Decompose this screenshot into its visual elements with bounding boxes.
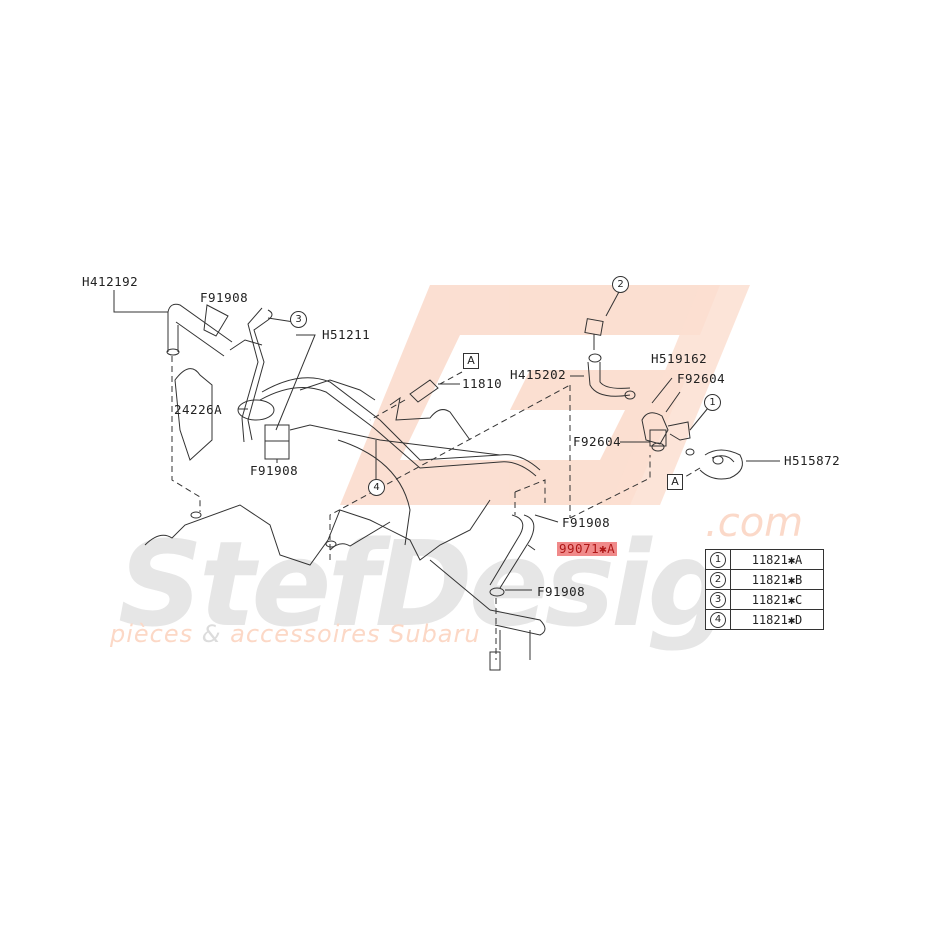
label-h515872: H515872	[784, 453, 841, 468]
hose-h412192	[167, 303, 233, 357]
ref-circle-2: 2	[612, 276, 629, 293]
legend-circle: 2	[710, 572, 726, 588]
legend-row: 1 11821✱A	[705, 549, 824, 570]
leader-h412192	[113, 290, 168, 313]
label-99071a-highlighted[interactable]: 99071✱A	[557, 541, 618, 556]
label-11810: 11810	[462, 376, 503, 391]
label-f91908-bottom: F91908	[537, 584, 586, 599]
label-f92604-b: F92604	[573, 434, 622, 449]
legend-table: 1 11821✱A 2 11821✱B 3 11821✱C 4 11821✱D	[705, 549, 824, 630]
hose-3	[241, 307, 273, 443]
label-f91908-mid: F91908	[250, 463, 299, 478]
watermark-brand: StefDesign	[118, 515, 812, 653]
legend-circle: 4	[710, 612, 726, 628]
tagline-pieces: pièces	[110, 620, 194, 648]
label-f91908-top: F91908	[200, 290, 249, 305]
hose-h415202	[587, 361, 631, 397]
legend-part: 11821✱C	[730, 589, 824, 610]
watermark-domain: .com	[705, 500, 804, 546]
label-24226a: 24226A	[174, 402, 223, 417]
legend-row: 3 11821✱C	[705, 589, 824, 610]
legend-part: 11821✱B	[730, 569, 824, 590]
legend-part: 11821✱D	[730, 609, 824, 630]
label-f91908-right: F91908	[562, 515, 611, 530]
label-h51211: H51211	[322, 327, 371, 342]
hose-99071a	[489, 514, 535, 589]
valve-h519162	[641, 412, 669, 445]
legend-part: 11821✱A	[730, 549, 824, 570]
ref-box-a-right: A	[667, 474, 683, 490]
legend-row: 4 11821✱D	[705, 609, 824, 630]
legend-circle: 1	[710, 552, 726, 568]
hose-h515872	[699, 449, 743, 480]
tagline-ampersand: &	[201, 620, 222, 648]
label-h519162: H519162	[651, 351, 708, 366]
watermark-tagline: pièces & accessoires Subaru	[110, 622, 481, 646]
ref-circle-3: 3	[290, 311, 307, 328]
label-h415202: H415202	[510, 367, 567, 382]
ref-circle-1: 1	[704, 394, 721, 411]
legend-circle: 3	[710, 592, 726, 608]
ref-circle-4: 4	[368, 479, 385, 496]
label-h412192: H412192	[82, 274, 139, 289]
ref-box-a-left: A	[463, 353, 479, 369]
legend-row: 2 11821✱B	[705, 569, 824, 590]
label-f92604-a: F92604	[677, 371, 726, 386]
tagline-accessoires: accessoires Subaru	[230, 620, 481, 648]
